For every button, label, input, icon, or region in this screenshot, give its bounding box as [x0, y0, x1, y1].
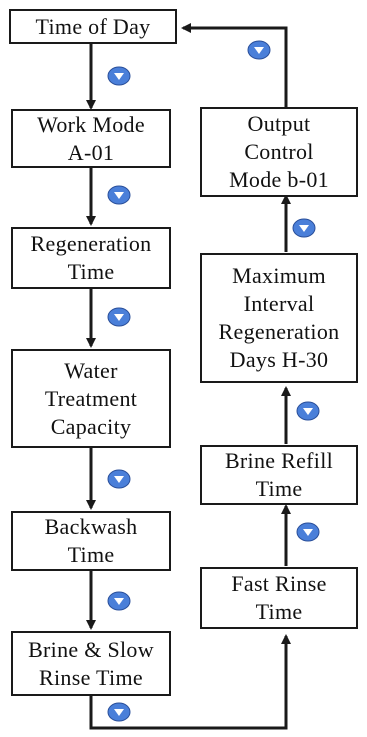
- fast-rinse-time-box: Fast Rinse Time: [200, 567, 358, 629]
- down-triangle-button-icon[interactable]: [296, 522, 320, 542]
- time-of-day-box: Time of Day: [9, 9, 177, 44]
- brine-refill-time-label: Brine Refill Time: [224, 448, 334, 501]
- down-triangle-button-icon[interactable]: [107, 702, 131, 722]
- maximum-interval-regeneration-days-label: Maximum Interval Regeneration Days H-30: [218, 263, 340, 372]
- brine-refill-time-box: Brine Refill Time: [200, 445, 358, 505]
- down-triangle-button-icon[interactable]: [107, 307, 131, 327]
- down-triangle-button-icon[interactable]: [292, 218, 316, 238]
- work-mode-label: Work Mode A-01: [37, 111, 145, 165]
- down-triangle-button-icon[interactable]: [296, 401, 320, 421]
- down-triangle-button-icon[interactable]: [247, 40, 271, 60]
- regeneration-time-box: Regeneration Time: [11, 227, 171, 289]
- work-mode-box: Work Mode A-01: [11, 109, 171, 168]
- backwash-time-box: Backwash Time: [11, 511, 171, 571]
- maximum-interval-regeneration-days-box: Maximum Interval Regeneration Days H-30: [200, 253, 358, 383]
- down-triangle-button-icon[interactable]: [107, 591, 131, 611]
- backwash-time-label: Backwash Time: [44, 514, 138, 567]
- water-treatment-capacity-label: Water Treatment Capacity: [44, 357, 138, 439]
- brine-slow-rinse-time-box: Brine & Slow Rinse Time: [11, 631, 171, 696]
- output-control-mode-box: Output Control Mode b-01: [200, 107, 358, 197]
- regeneration-time-label: Regeneration Time: [30, 231, 152, 284]
- time-of-day-label: Time of Day: [35, 13, 151, 39]
- down-triangle-button-icon[interactable]: [107, 66, 131, 86]
- water-treatment-capacity-box: Water Treatment Capacity: [11, 349, 171, 448]
- connector-output-to-time-of-day: [181, 23, 288, 110]
- down-triangle-button-icon[interactable]: [107, 469, 131, 489]
- brine-slow-rinse-time-label: Brine & Slow Rinse Time: [28, 636, 154, 690]
- output-control-mode-label: Output Control Mode b-01: [229, 111, 329, 192]
- connector-brine-slow-to-fast-rinse: [89, 634, 291, 730]
- down-triangle-button-icon[interactable]: [107, 185, 131, 205]
- fast-rinse-time-label: Fast Rinse Time: [231, 571, 327, 624]
